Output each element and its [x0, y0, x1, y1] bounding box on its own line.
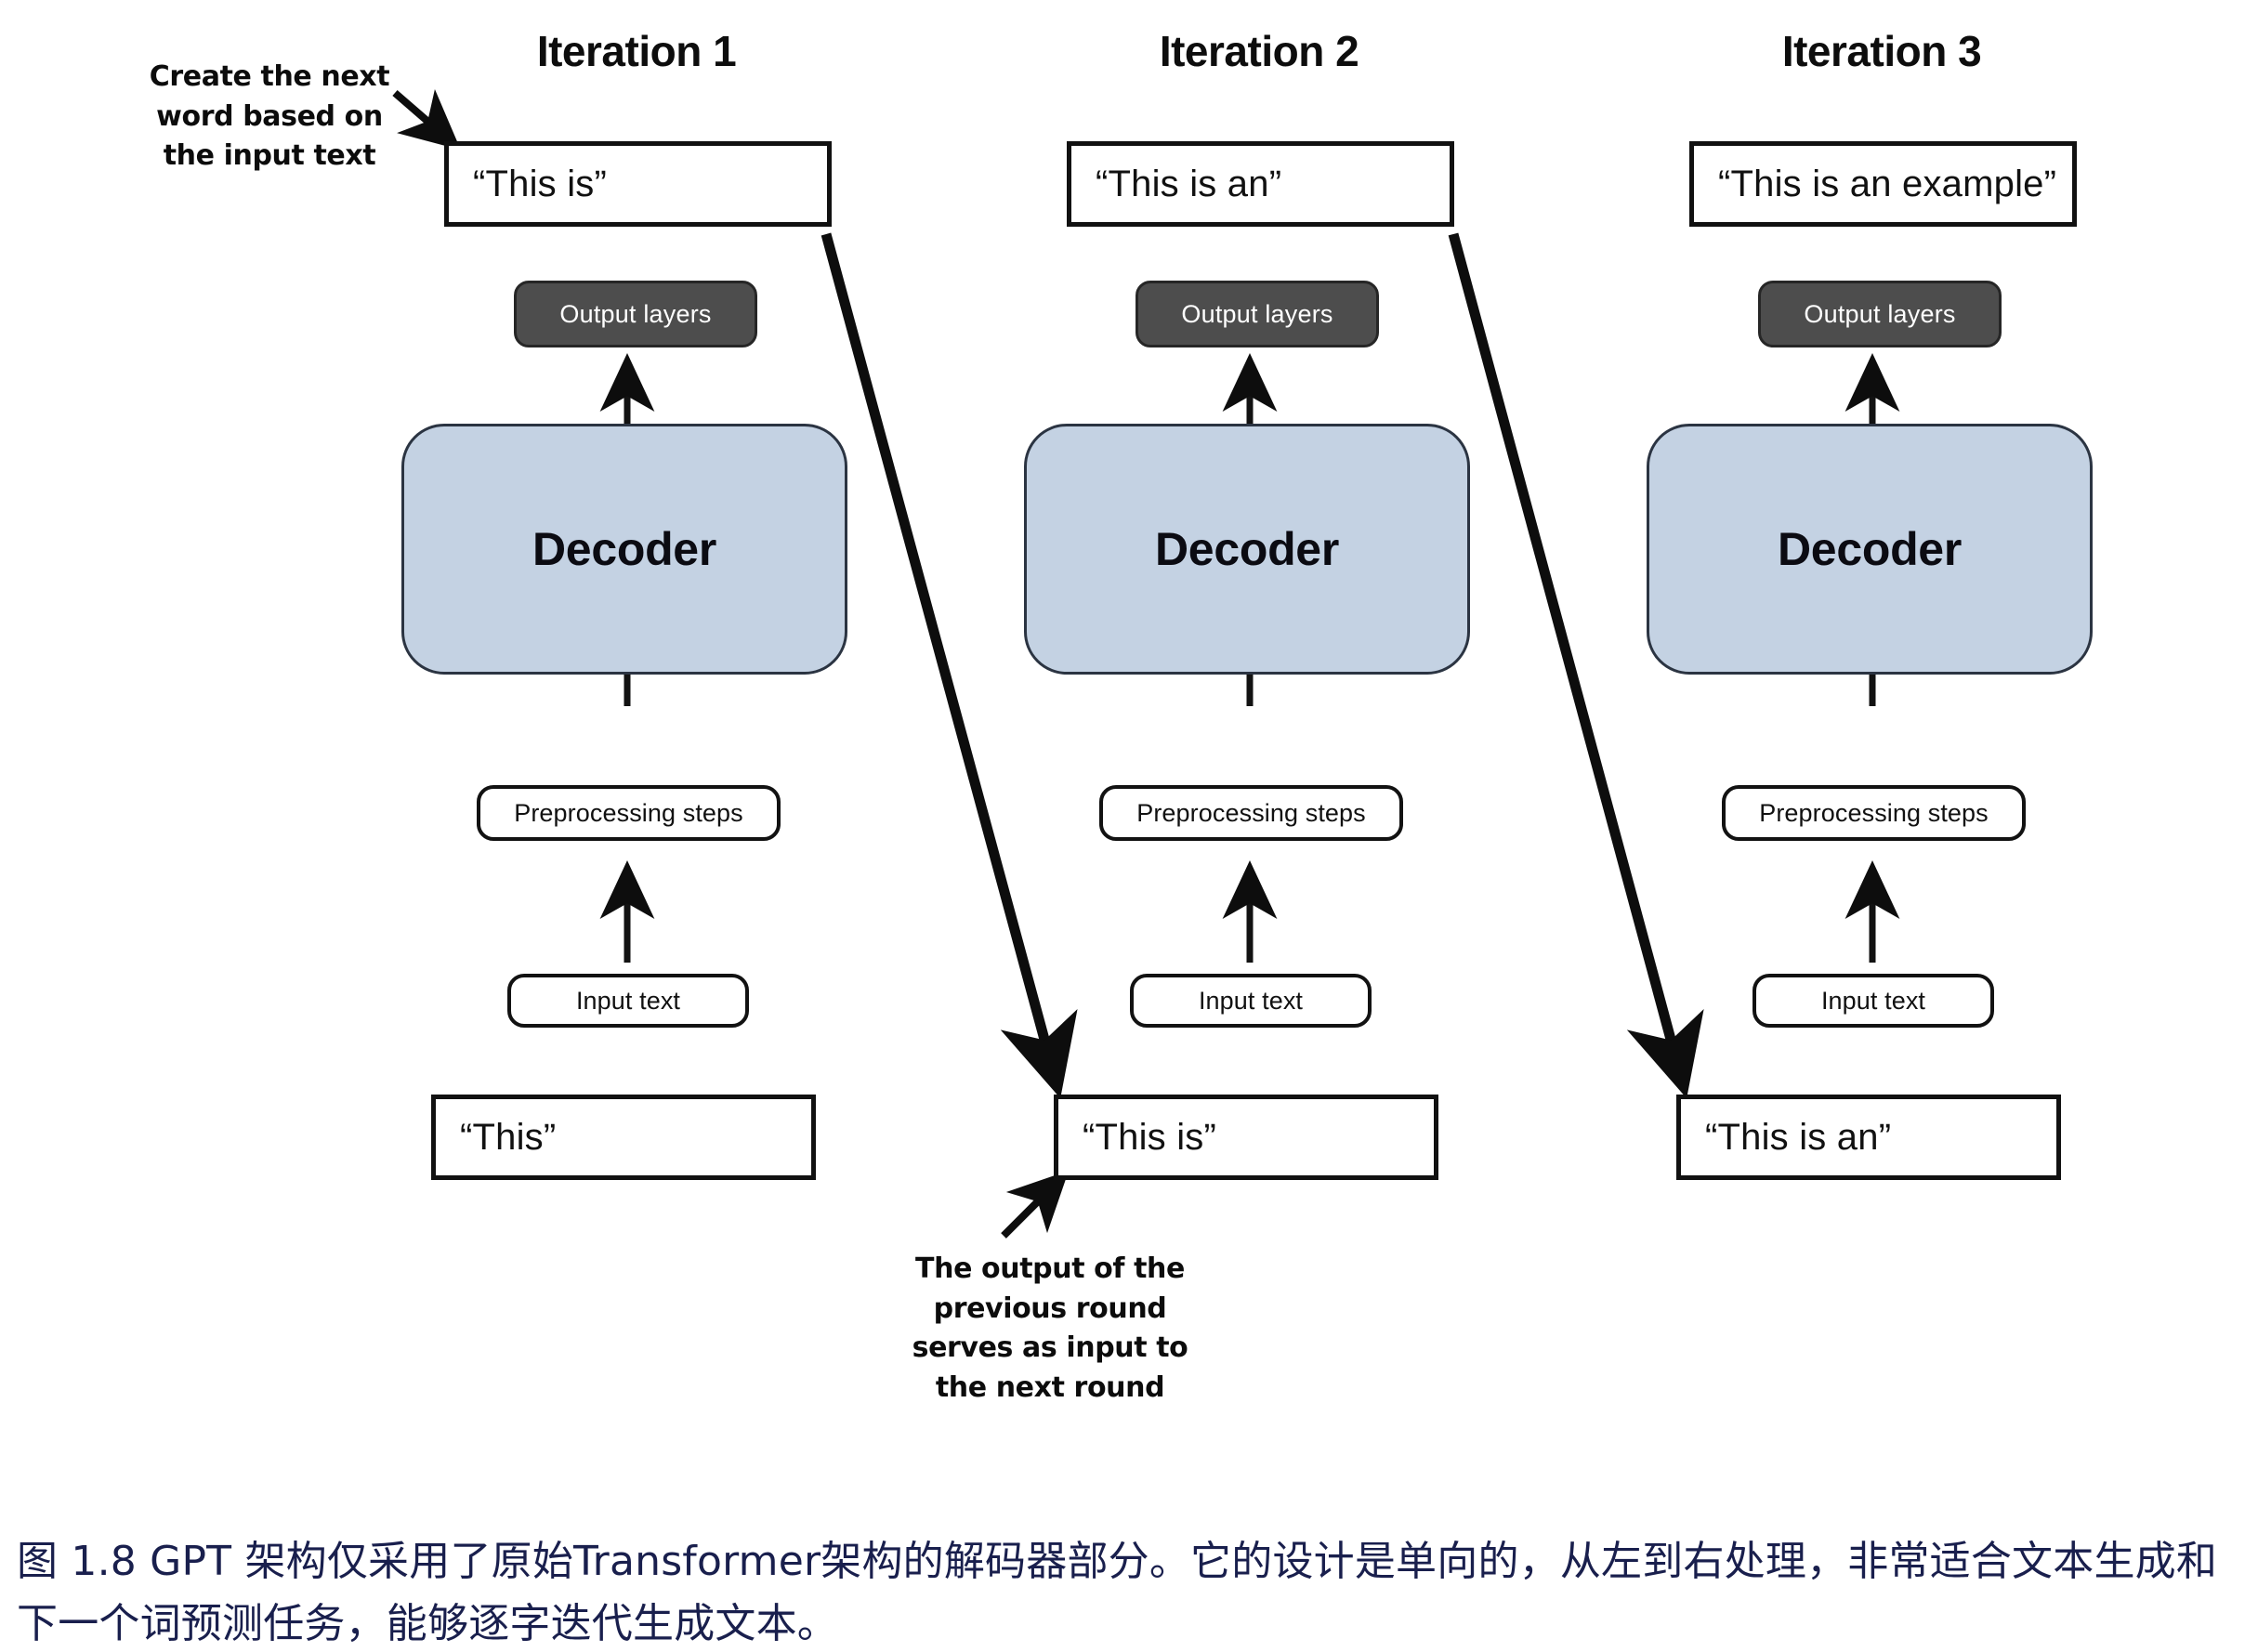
annotation-output-serves-as-input: The output of the previous round serves … — [912, 1252, 1188, 1404]
annotation-arrow-bottom-middle — [1001, 1170, 1070, 1239]
iteration-3-output-layers: Output layers — [1758, 281, 2002, 347]
iteration-2-output-box: “This is an” — [1067, 141, 1454, 227]
iteration-3-input-text: Input text — [1753, 974, 1994, 1028]
iteration-1-output-layers: Output layers — [514, 281, 757, 347]
flow-arrow-2-to-3 — [1448, 232, 1704, 1099]
iteration-2-input-text: Input text — [1130, 974, 1372, 1028]
iteration-2-preprocessing-steps: Preprocessing steps — [1099, 785, 1403, 841]
iteration-3-title: Iteration 3 — [1781, 27, 1982, 75]
iteration-1-title: Iteration 1 — [536, 27, 737, 75]
iteration-3-decoder: Decoder — [1647, 424, 2093, 675]
iteration-1-output-box: “This is” — [444, 141, 832, 227]
iteration-3-input-box: “This is an” — [1676, 1095, 2061, 1180]
iteration-3-preprocessing-steps: Preprocessing steps — [1722, 785, 2026, 841]
iteration-2-title: Iteration 2 — [1159, 27, 1359, 75]
iteration-3-output-box: “This is an example” — [1689, 141, 2077, 227]
iteration-1-input-text: Input text — [507, 974, 749, 1028]
iteration-1-preprocessing-steps: Preprocessing steps — [477, 785, 781, 841]
iteration-2-output-layers: Output layers — [1136, 281, 1379, 347]
figure-caption: 图 1.8 GPT 架构仅采用了原始Transformer架构的解码器部分。它的… — [17, 1538, 2218, 1647]
flow-arrow-1-to-2 — [820, 232, 1078, 1099]
annotation-create-next-word: Create the next word based on the input … — [149, 60, 390, 173]
iteration-1-decoder: Decoder — [401, 424, 847, 675]
iteration-2-decoder: Decoder — [1024, 424, 1470, 675]
iteration-1-input-box: “This” — [431, 1095, 816, 1180]
iteration-2-input-box: “This is” — [1054, 1095, 1438, 1180]
